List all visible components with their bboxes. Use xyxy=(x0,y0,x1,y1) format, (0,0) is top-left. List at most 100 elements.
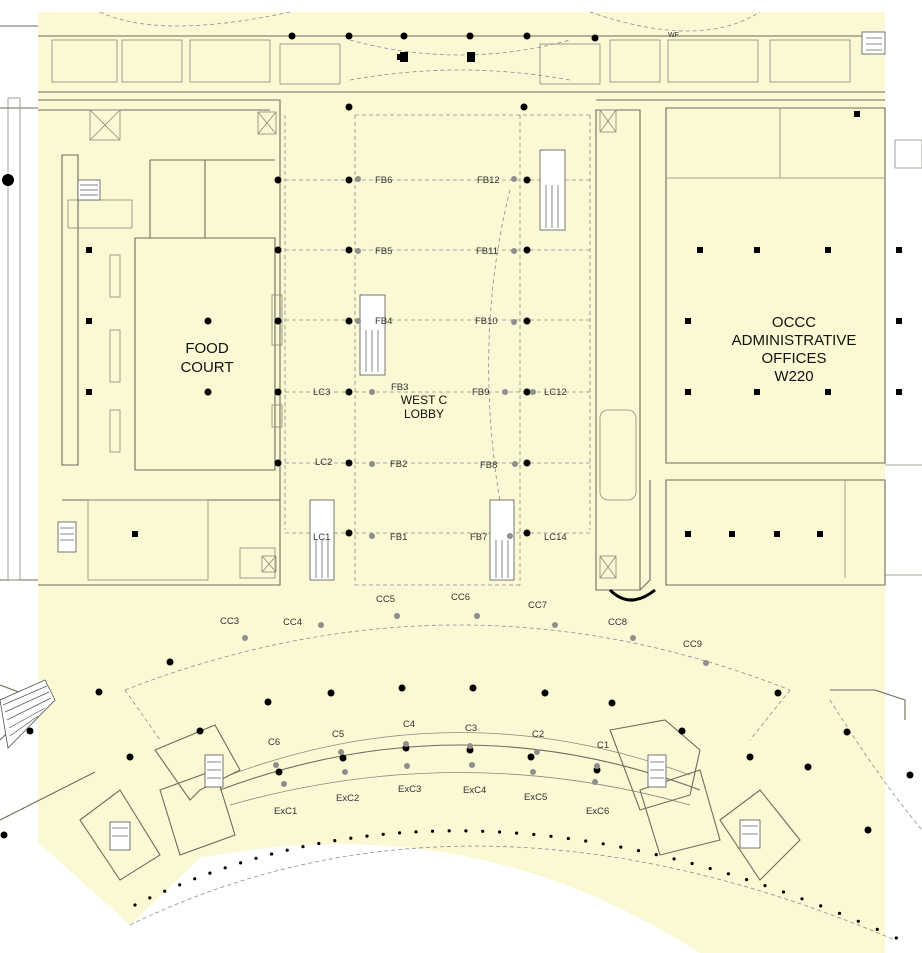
exterior-dot xyxy=(285,848,289,852)
column-square xyxy=(896,389,902,395)
marker-fb4-dot xyxy=(355,318,361,324)
marker-fb10-dot xyxy=(511,319,517,325)
marker-fb5-dot xyxy=(355,248,361,254)
escalator-fb4 xyxy=(359,294,386,376)
exterior-dot xyxy=(636,849,641,853)
exterior-dot xyxy=(532,832,536,837)
column-dot xyxy=(95,688,103,696)
exterior-dot xyxy=(837,911,842,916)
marker-cc7: CC7 xyxy=(528,600,547,611)
exterior-dot xyxy=(690,861,694,866)
escalator-fb12 xyxy=(539,149,566,231)
marker-c2: C2 xyxy=(532,729,544,740)
marker-fb1: FB1 xyxy=(390,532,407,543)
column-dot xyxy=(166,658,174,666)
exterior-dot xyxy=(708,866,712,871)
marker-exc6-dot xyxy=(592,779,598,785)
marker-lc12-dot xyxy=(530,389,536,395)
column-dot xyxy=(469,684,477,692)
column-dot xyxy=(345,32,353,40)
escalator-west xyxy=(0,679,56,749)
column-square xyxy=(397,54,403,60)
column-dot xyxy=(523,388,531,396)
exterior-dot xyxy=(781,890,786,894)
exterior-dot xyxy=(481,829,485,833)
marker-exc3: ExC3 xyxy=(398,784,421,795)
marker-fb4: FB4 xyxy=(375,316,392,327)
column-dot xyxy=(608,699,616,707)
location-markers: FB1 FB2 FB3 FB4 FB5 FB6 FB7 FB8 FB9 FB10… xyxy=(220,175,709,817)
column-dot xyxy=(523,176,531,184)
column-square xyxy=(685,318,691,324)
column-dot xyxy=(339,754,347,762)
exterior-dot xyxy=(178,883,182,887)
marker-cc9: CC9 xyxy=(683,639,702,650)
column-dot xyxy=(774,689,782,697)
column-dot xyxy=(523,317,531,325)
marker-cc7-dot xyxy=(552,622,558,628)
column-square xyxy=(754,247,760,253)
marker-exc4: ExC4 xyxy=(463,785,486,796)
marker-cc5: CC5 xyxy=(376,594,395,605)
marker-c6: C6 xyxy=(268,737,280,748)
exterior-dot xyxy=(464,829,468,833)
building-walls xyxy=(38,99,886,602)
structural-columns xyxy=(0,32,914,839)
marker-exc4-dot xyxy=(469,762,475,768)
marker-fb2-dot xyxy=(369,461,375,467)
exterior-dot xyxy=(133,903,137,907)
column-square xyxy=(86,389,92,395)
exterior-dot xyxy=(239,861,243,865)
exterior-dot xyxy=(301,845,305,849)
marker-fb7: FB7 xyxy=(470,532,487,543)
escalator-fb7 xyxy=(489,499,515,581)
column-dot xyxy=(541,689,549,697)
exterior-dot xyxy=(148,896,152,900)
column-dot xyxy=(523,529,531,537)
exterior-dot xyxy=(672,857,676,861)
column-dot xyxy=(345,317,353,325)
marker-cc3-dot xyxy=(242,635,248,641)
marker-c4-dot xyxy=(403,741,409,747)
marker-c3: C3 xyxy=(465,723,477,734)
column-dot xyxy=(196,727,204,735)
exterior-dot xyxy=(163,889,167,893)
food-court-label-line2: COURT xyxy=(180,359,233,376)
column-dot xyxy=(591,34,599,42)
column-square xyxy=(86,247,92,253)
exterior-dot xyxy=(619,845,623,849)
column-dot xyxy=(26,727,34,735)
column-square xyxy=(467,54,473,60)
marker-fb9-dot xyxy=(502,389,508,395)
marker-cc6-dot xyxy=(474,613,480,619)
column-dot xyxy=(746,753,754,761)
column-dot xyxy=(345,103,353,111)
exterior-dot xyxy=(333,839,337,843)
exterior-dot xyxy=(515,831,519,835)
marker-lc3: LC3 xyxy=(313,387,330,398)
west-c-lobby-label-line2: LOBBY xyxy=(404,407,444,421)
exterior-dot xyxy=(819,904,823,908)
exterior-dot xyxy=(208,871,212,875)
marker-exc1-dot xyxy=(281,781,287,787)
exterior-dot xyxy=(193,877,197,881)
exterior-dot xyxy=(381,832,385,836)
column-dot xyxy=(523,246,531,254)
exterior-structures xyxy=(0,25,922,831)
column-square xyxy=(729,531,735,537)
marker-fb11: FB11 xyxy=(476,246,498,257)
marker-fb12-dot xyxy=(511,176,517,182)
concourse-walls xyxy=(79,624,896,941)
food-court-label-line1: FOOD xyxy=(185,340,228,357)
exterior-dot xyxy=(654,853,658,857)
marker-cc8: CC8 xyxy=(608,617,627,628)
column-dot xyxy=(204,388,212,396)
column-dot xyxy=(274,246,282,254)
marker-exc3-dot xyxy=(404,763,410,769)
exterior-dot xyxy=(894,936,898,940)
column-dot xyxy=(527,753,535,761)
column-dot xyxy=(804,763,812,771)
exterior-dot xyxy=(223,866,227,870)
marker-c4: C4 xyxy=(403,719,415,730)
marker-exc2-dot xyxy=(342,769,348,775)
